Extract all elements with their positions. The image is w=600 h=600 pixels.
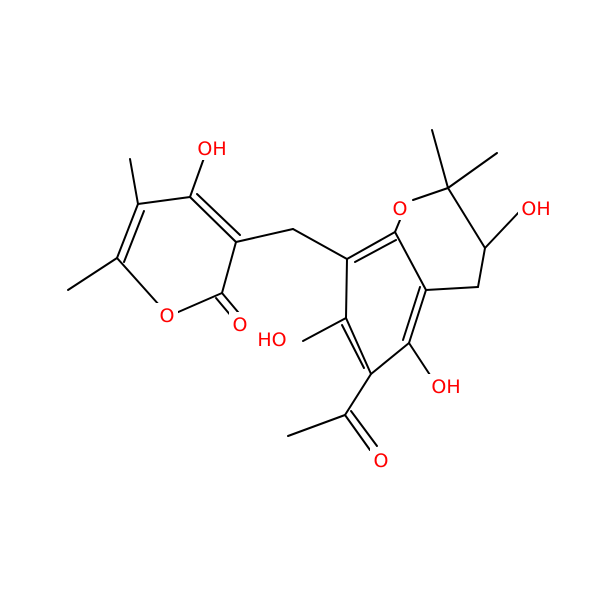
bond <box>350 410 378 447</box>
hydroxyl-label: OH <box>521 198 550 220</box>
hydroxyl-label: HO <box>257 329 286 351</box>
bond <box>370 342 410 375</box>
bond <box>302 317 347 342</box>
atom-labels: OH O O O OH HO OH O <box>156 136 554 472</box>
bond <box>431 129 449 189</box>
carbonyl-oxygen-label: O <box>374 450 389 472</box>
bond <box>116 257 161 307</box>
bond <box>408 342 431 376</box>
hydroxyl-label: OH <box>431 376 460 398</box>
hydroxyl-label: OH <box>197 138 226 160</box>
ring-oxygen-label: O <box>393 198 408 220</box>
bond <box>344 414 371 451</box>
bond <box>175 292 223 314</box>
carbonyl-oxygen-label: O <box>233 314 248 336</box>
bond <box>477 247 486 288</box>
bond <box>235 228 294 243</box>
bond <box>345 258 348 319</box>
bond <box>346 231 396 260</box>
bond <box>394 231 427 291</box>
bond <box>394 219 401 233</box>
bond <box>292 228 348 260</box>
bond <box>408 289 427 344</box>
bond <box>287 414 346 437</box>
bond <box>189 196 237 243</box>
bond <box>196 193 241 236</box>
bond <box>123 210 145 263</box>
bond <box>402 286 421 341</box>
bonds <box>67 129 520 451</box>
bond <box>354 239 397 263</box>
bond <box>189 157 205 198</box>
bond <box>341 324 365 369</box>
bond <box>137 196 191 205</box>
bond <box>129 158 139 205</box>
ring-oxygen-label: O <box>160 305 175 327</box>
bond <box>116 203 139 259</box>
bond <box>425 286 479 291</box>
bond <box>412 187 449 201</box>
bond <box>67 257 118 291</box>
bond <box>447 187 486 249</box>
bond <box>345 317 372 375</box>
bond <box>484 211 520 249</box>
bond <box>447 152 498 189</box>
bond <box>221 241 237 294</box>
bond <box>344 373 372 416</box>
